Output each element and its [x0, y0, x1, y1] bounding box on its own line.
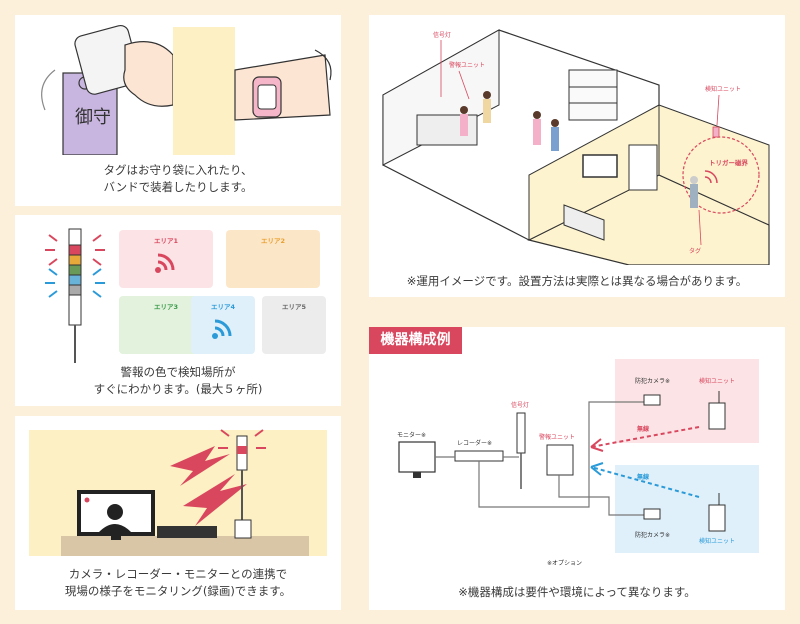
tag-usage-illustration: 御守	[41, 24, 332, 155]
panel-operation-image: 信号灯 警報ユニット 検知ユニット トリガー磁界 タグ ※運用イメージです。設置…	[369, 15, 785, 297]
panel3-caption-line1: カメラ・レコーダー・モニターとの連携で	[68, 567, 288, 581]
panel4-caption: ※運用イメージです。設置方法は実際とは異なる場合があります。	[406, 274, 748, 288]
label-signal-light: 信号灯	[433, 31, 451, 39]
section-title-config: 機器構成例	[369, 327, 462, 354]
label-signal-light-diagram: 信号灯	[511, 401, 529, 409]
label-camera-top: 防犯カメラ※	[635, 377, 670, 385]
label-wireless-bottom: 無線	[637, 473, 649, 481]
label-wireless-top: 無線	[637, 425, 649, 433]
area-4-label: エリア4	[210, 303, 236, 311]
panel-area-alert: エリア1 エリア2 エリア3 エリア4 エリア5 警報の色で検知場所が すぐにわ…	[15, 215, 341, 406]
label-tag: タグ	[689, 247, 701, 255]
wireless-signal-blue-icon	[191, 318, 255, 344]
panel3-caption-line2: 現場の様子をモニタリング(録画)できます。	[64, 584, 292, 598]
room-illustration: 信号灯 警報ユニット 検知ユニット トリガー磁界 タグ	[382, 29, 770, 265]
label-alarm-unit-diagram: 警報ユニット	[539, 433, 575, 441]
amulet-text: 御守	[75, 107, 111, 128]
label-detect-top: 検知ユニット	[699, 377, 735, 385]
wireless-signal-red-icon	[119, 252, 213, 278]
label-camera-bottom: 防犯カメラ※	[635, 531, 670, 539]
panel-camera-link: カメラ・レコーダー・モニターとの連携で 現場の様子をモニタリング(録画)できます…	[15, 416, 341, 610]
label-monitor: モニター※	[397, 431, 426, 439]
panel2-caption-line2: すぐにわかります。(最大５ヶ所)	[93, 382, 263, 396]
signal-tower-icon	[45, 228, 105, 363]
area-1-card: エリア1	[119, 230, 213, 288]
panel-system-config: モニター※ レコーダー※ 信号灯 警報ユニット 防犯カメラ※ 検知ユニット 防犯…	[369, 327, 785, 610]
panel1-caption-line2: バンドで装着したりします。	[103, 180, 253, 194]
area-1-label: エリア1	[153, 237, 179, 245]
label-alarm-unit: 警報ユニット	[449, 61, 485, 69]
camera-link-illustration	[29, 429, 327, 556]
note-option: ※オプション	[547, 560, 582, 567]
panel5-caption: ※機器構成は要件や環境によって異なります。	[458, 585, 696, 599]
panel1-caption-line1: タグはお守り袋に入れたり、	[103, 163, 253, 177]
area-5-label: エリア5	[281, 303, 307, 311]
area-2-label: エリア2	[260, 237, 286, 245]
label-detect-bottom: 検知ユニット	[699, 537, 735, 545]
area-2-card: エリア2	[226, 230, 320, 288]
panel2-caption-line1: 警報の色で検知場所が	[120, 365, 236, 379]
area-5-card: エリア5	[262, 296, 326, 354]
system-diagram: モニター※ レコーダー※ 信号灯 警報ユニット 防犯カメラ※ 検知ユニット 防犯…	[397, 359, 759, 567]
panel-tag-usage: 御守 タグはお守り袋に入れたり、 バンドで装着したりします。	[15, 15, 341, 206]
area-4-card: エリア4	[191, 296, 255, 354]
area-3-label: エリア3	[153, 303, 179, 311]
label-recorder: レコーダー※	[457, 439, 492, 447]
label-detect-unit: 検知ユニット	[705, 85, 741, 93]
label-trigger-field: トリガー磁界	[709, 158, 749, 167]
